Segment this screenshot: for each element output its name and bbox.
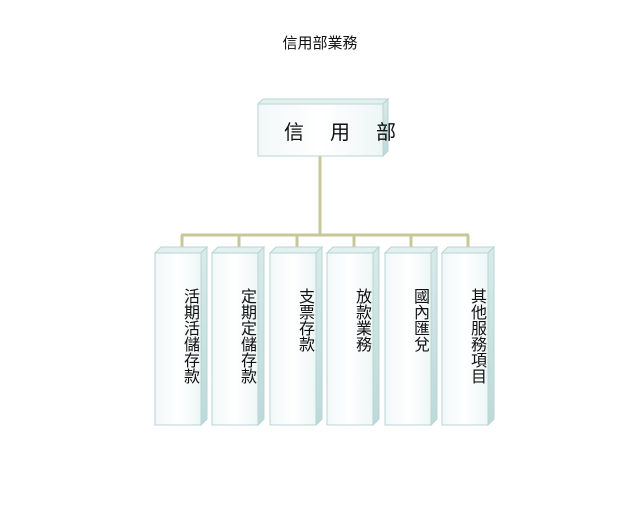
child-node-label-4: 放款業務 <box>353 288 372 352</box>
child-box-5 <box>383 245 439 427</box>
child-box-6 <box>440 245 496 427</box>
root-box <box>256 97 390 158</box>
root-box-top <box>256 98 390 105</box>
page-title: 信用部業務 <box>282 34 358 52</box>
child-node-label-1: 活期活儲存款 <box>181 288 200 384</box>
child-box-4 <box>325 245 381 427</box>
child-node-label-6: 其他服務項目 <box>468 288 487 384</box>
child-boxes <box>153 245 496 427</box>
child-node-label-3: 支票存款 <box>296 288 315 352</box>
child-node-label-2: 定期定儲存款 <box>238 288 257 384</box>
child-node-label-5: 國內匯兌 <box>411 288 430 352</box>
root-box-front <box>257 103 384 157</box>
root-node-label: 信用部 <box>284 120 422 144</box>
child-box-3 <box>268 245 324 427</box>
child-box-1 <box>153 245 209 427</box>
connectors <box>180 156 470 247</box>
child-box-2 <box>210 245 266 427</box>
